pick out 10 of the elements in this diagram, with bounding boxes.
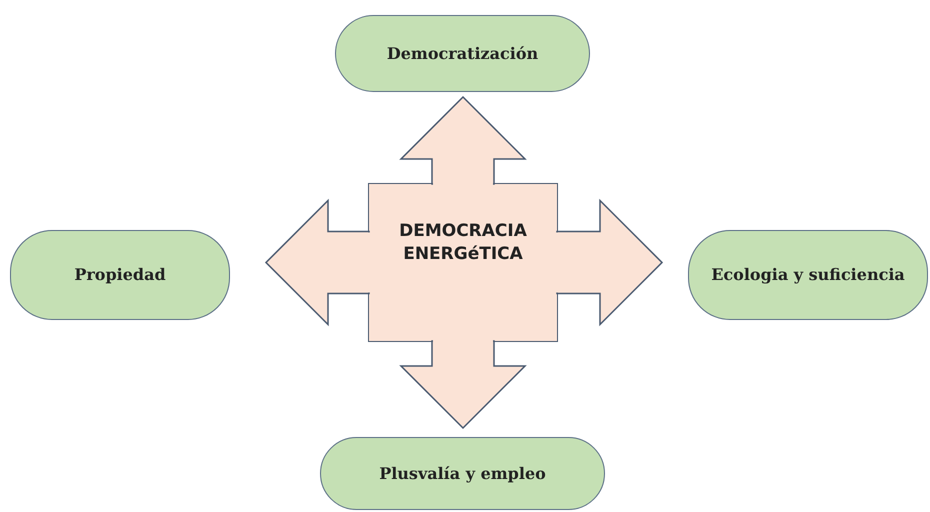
block-arrow [264,198,370,326]
block-arrow [399,96,527,185]
node-label: Propiedad [74,265,166,285]
block-arrow [556,198,664,326]
node-label: Democratización [386,44,538,64]
node-label: Ecologia y suficiencia [711,265,905,285]
node-label: DEMOCRACIA ENERGéTICA [398,220,528,266]
cross-arrow-center [368,183,558,342]
block-arrow [399,340,527,430]
node-label: Plusvalía y empleo [379,464,546,484]
